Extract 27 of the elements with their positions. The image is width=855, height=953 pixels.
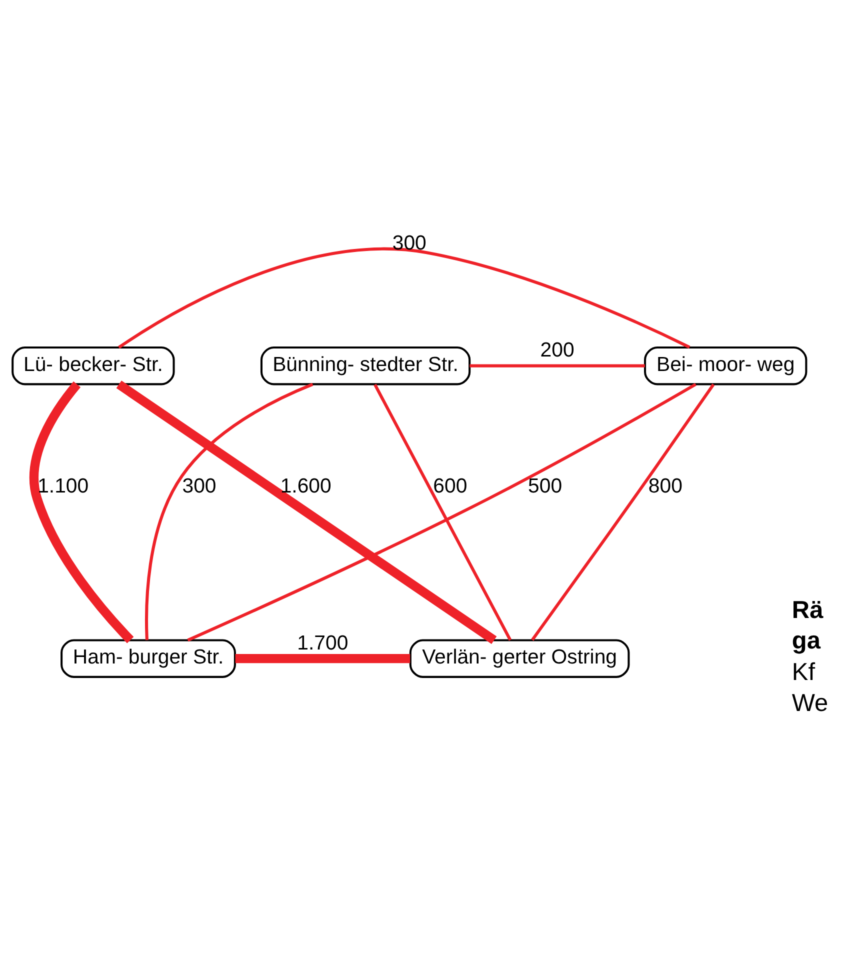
connector — [145, 382, 314, 640]
edge-label: 500 — [528, 475, 562, 498]
node-box: Bünning- stedter Str. — [260, 346, 471, 386]
label: Kf — [792, 659, 816, 686]
connector — [118, 248, 690, 349]
node-box: Ham- burger Str. — [60, 639, 236, 678]
edge-label: 800 — [648, 475, 682, 498]
edge-label: 1.100 — [38, 475, 89, 498]
label: Rä — [792, 596, 824, 624]
edge-label: 300 — [392, 232, 426, 255]
connector — [29, 381, 134, 644]
connector — [531, 383, 715, 641]
edge-label: 600 — [433, 475, 468, 498]
edge-label: 1.600 — [280, 475, 332, 498]
edge-label: 300 — [182, 475, 216, 498]
node-box: Verlän- gerter Ostring — [409, 639, 630, 678]
edge-label: 1.700 — [297, 632, 348, 654]
node-box: Lü- becker- Str. — [12, 346, 175, 386]
connector — [116, 380, 497, 644]
node-box: Bei- moor- weg — [644, 346, 808, 386]
connector — [235, 654, 410, 664]
label: ga — [792, 628, 820, 655]
edge-label: 200 — [540, 340, 574, 362]
connector — [470, 364, 645, 368]
connector — [187, 383, 696, 642]
connector — [374, 384, 512, 641]
label: We — [792, 690, 828, 717]
